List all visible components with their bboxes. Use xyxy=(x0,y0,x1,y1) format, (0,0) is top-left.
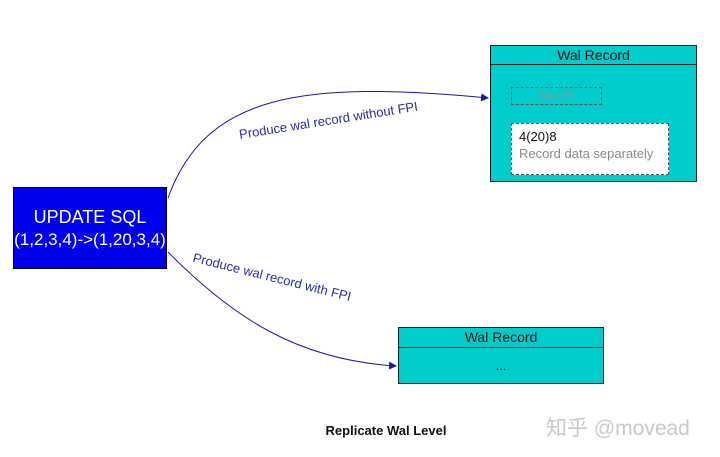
arrow-without-fpi xyxy=(167,91,489,199)
record-value: 4(20)8 xyxy=(519,129,557,144)
update-sql-change: (1,2,3,4)->(1,20,3,4) xyxy=(14,230,166,249)
wal-record-with-fpi: Wal Record ... xyxy=(398,327,604,384)
record-data-box: 4(20)8 Record data separately xyxy=(511,123,669,175)
wal-record-body: ... xyxy=(495,358,507,373)
record-note: Record data separately xyxy=(519,146,654,161)
update-sql-title: UPDATE SQL xyxy=(33,207,147,227)
diagram-caption: Replicate Wal Level xyxy=(325,423,447,438)
wal-record-without-fpi: Wal Record No FPI 4(20)8 Record data sep… xyxy=(490,45,697,182)
update-sql-box: UPDATE SQL (1,2,3,4)->(1,20,3,4) xyxy=(13,187,167,269)
arrow-with-fpi xyxy=(167,251,397,370)
wal-record-title: Wal Record xyxy=(399,328,603,348)
wal-record-title: Wal Record xyxy=(491,46,696,65)
no-fpi-placeholder: No FPI xyxy=(511,87,602,105)
watermark: 知乎 @movead xyxy=(546,417,690,440)
